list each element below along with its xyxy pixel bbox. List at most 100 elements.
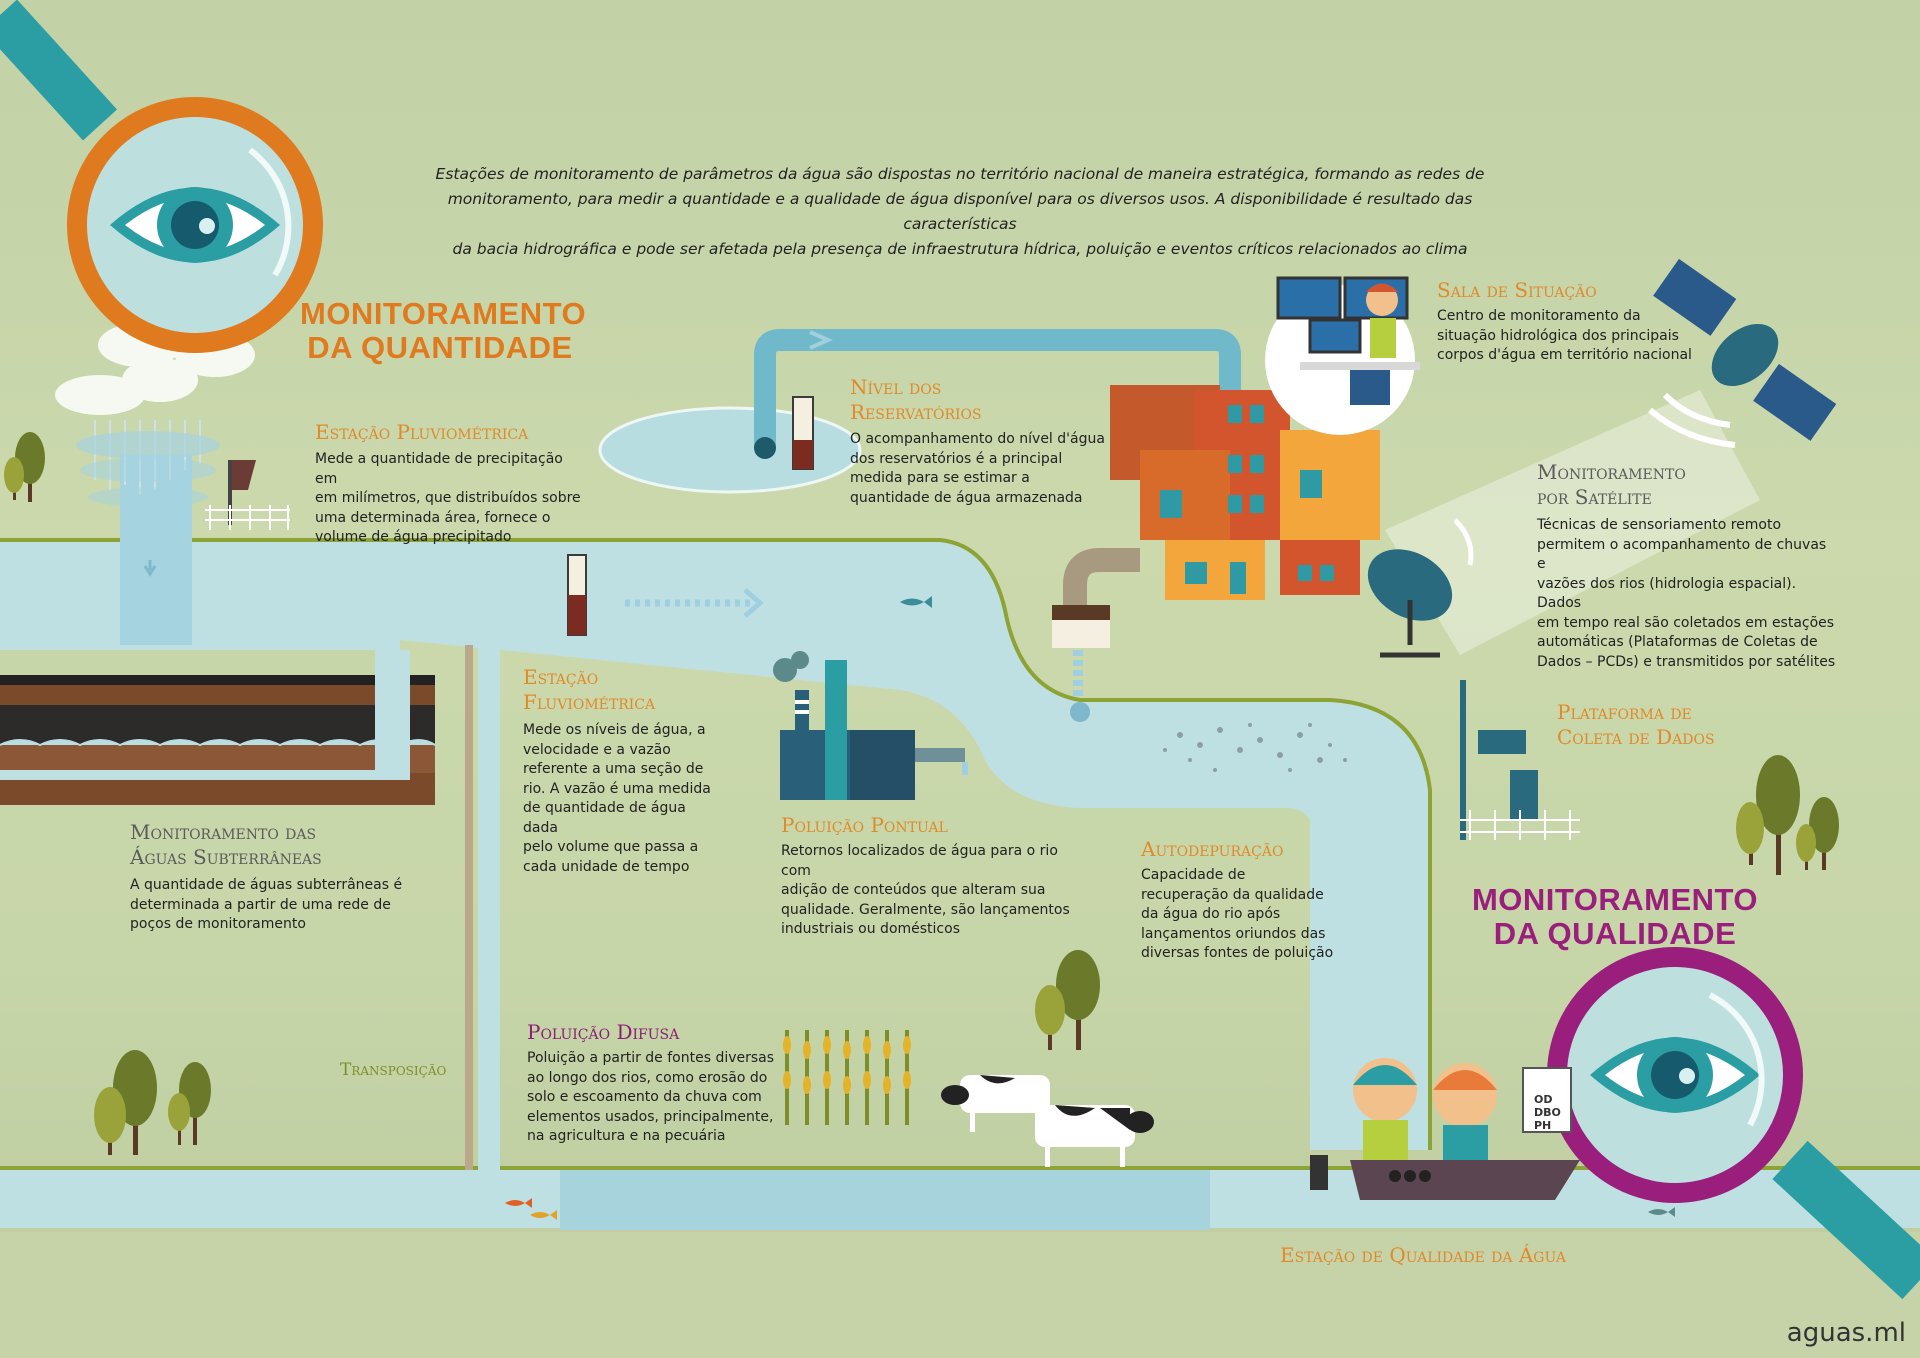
satelite-title-2: por Satélite — [1537, 485, 1652, 509]
clipboard: OD DBO PH — [1534, 1093, 1561, 1132]
intro-text: Estações de monitoramento de parâmetros … — [400, 162, 1520, 262]
cows — [941, 1075, 1154, 1167]
section-sala-situacao: Sala de Situação Centro de monitoramento… — [1437, 278, 1697, 366]
pluviometrica-line: Mede a quantidade de precipitação em — [315, 451, 563, 487]
factory — [773, 651, 968, 800]
autodepuracao-line: lançamentos oriundos das — [1141, 925, 1326, 942]
sala-line: corpos d'água em território nacional — [1437, 347, 1692, 363]
autodepuracao-line: Capacidade de — [1141, 867, 1246, 883]
pluviometrica-line: em milímetros, que distribuídos sobre — [315, 490, 581, 506]
autodepuracao-line: da água do rio após — [1141, 906, 1281, 922]
sala-line: Centro de monitoramento da — [1437, 308, 1641, 324]
satelite-line: em tempo real são coletados em estações — [1537, 614, 1835, 631]
pluviometrica-line: volume de água precipitado — [315, 529, 512, 545]
reservatorios-line: O acompanhamento do nível d'água — [850, 431, 1105, 447]
clipboard-od: OD — [1534, 1093, 1553, 1106]
difusa-line: na agricultura e na pecuária — [527, 1128, 726, 1144]
section-reservatorios: Nível dos Reservatórios O acompanhamento… — [850, 375, 1110, 508]
dish-antenna — [1367, 518, 1474, 658]
trees-left-bottom — [94, 1050, 211, 1155]
pluviometrica-title: Estação Pluviométrica — [315, 420, 529, 444]
plataforma-title-1: Plataforma de — [1557, 700, 1692, 724]
reservatorios-line: medida para se estimar a — [850, 470, 1030, 486]
pontual-line: adição de conteúdos que alteram sua — [781, 882, 1046, 898]
satelite-line: vazões dos rios (hidrologia espacial). D… — [1537, 575, 1797, 612]
subterraneas-line: A quantidade de águas subterrâneas é — [130, 877, 403, 893]
section-fluviometrica: Estação Fluviométrica Mede os níveis de … — [523, 665, 723, 877]
sala-line: situação hidrológica dos principais — [1437, 327, 1679, 344]
magnifier-quantidade — [0, 0, 323, 353]
heading-qualidade-line-1: MONITORAMENTO — [1471, 882, 1759, 917]
fluviometrica-line: cada unidade de tempo — [523, 858, 690, 875]
clipboard-ph: PH — [1534, 1119, 1552, 1132]
heading-quantidade: MONITORAMENTO DA QUANTIDADE — [300, 296, 587, 365]
section-autodepuracao: Autodepuração Capacidade de recuperação … — [1141, 837, 1361, 964]
section-poluicao-pontual: Poluição Pontual Retornos localizados de… — [781, 813, 1081, 940]
fish-lower — [505, 1198, 1675, 1220]
heading-qualidade: MONITORAMENTO DA QUALIDADE — [1470, 883, 1760, 951]
heading-quantidade-line-1: MONITORAMENTO — [300, 296, 587, 331]
pluviometrica-line: uma determinada área, fornece o — [315, 509, 551, 526]
difusa-line: solo e escoamento da chuva com — [527, 1089, 762, 1105]
transposicao-label: Transposição — [340, 1060, 447, 1080]
difusa-line: elementos usados, principalmente, — [527, 1108, 774, 1125]
pcd-platform — [1460, 680, 1580, 840]
reservatorios-title-2: Reservatórios — [850, 400, 982, 424]
fluviometrica-line: referente a uma seção de — [523, 761, 704, 777]
heading-quantidade-line-2: DA QUANTIDADE — [307, 330, 573, 365]
plataforma-title-2: Coleta de Dados — [1557, 725, 1715, 749]
subterraneas-title-2: Águas Subterrâneas — [130, 845, 322, 869]
pontual-line: Retornos localizados de água para o rio … — [781, 843, 1058, 879]
satellite — [1648, 258, 1837, 448]
autodepuracao-line: recuperação da qualidade — [1141, 886, 1324, 903]
trees-right — [1736, 755, 1839, 875]
section-plataforma: Plataforma de Coleta de Dados — [1557, 700, 1777, 750]
heading-qualidade-line-2: DA QUALIDADE — [1493, 916, 1737, 951]
trees-middle — [1035, 950, 1100, 1050]
crops — [783, 1030, 911, 1125]
intro-line-2: monitoramento, para medir a quantidade e… — [447, 190, 1473, 233]
satelite-line: permitem o acompanhamento de chuvas e — [1537, 536, 1827, 573]
situation-room — [1265, 276, 1420, 435]
autodepuracao-line: diversas fontes de poluição — [1141, 945, 1334, 961]
difusa-title: Poluição Difusa — [527, 1020, 680, 1044]
fluviometrica-line: pelo volume que passa a — [523, 839, 699, 855]
section-poluicao-difusa: Poluição Difusa Poluição a partir de fon… — [527, 1020, 797, 1147]
subterraneas-title-1: Monitoramento das — [130, 820, 317, 844]
buildings — [1110, 385, 1380, 600]
reservatorios-line: dos reservatórios é a principal — [850, 450, 1063, 467]
fluviometrica-line: rio. A vazão é uma medida — [523, 780, 711, 797]
fluviometrica-title-1: Estação — [523, 665, 599, 689]
sala-title: Sala de Situação — [1437, 278, 1597, 302]
reservatorios-title-1: Nível dos — [850, 375, 942, 399]
trees-left-top — [4, 432, 45, 502]
pontual-title: Poluição Pontual — [781, 813, 948, 837]
difusa-line: Poluição a partir de fontes diversas — [527, 1050, 775, 1066]
subterraneas-line: poços de monitoramento — [130, 916, 306, 932]
subterraneas-line: determinada a partir de uma rede de — [130, 896, 391, 913]
autodepuracao-title: Autodepuração — [1141, 837, 1284, 861]
magnifier-qualidade — [1547, 947, 1920, 1300]
clipboard-dbo: DBO — [1534, 1106, 1561, 1119]
intro-line-1: Estações de monitoramento de parâmetros … — [435, 165, 1485, 183]
reservoir — [598, 406, 862, 494]
satelite-line: Técnicas de sensoriamento remoto — [1537, 517, 1782, 533]
section-pluviometrica: Estação Pluviométrica Mede a quantidade … — [315, 420, 585, 548]
pollution-plume — [1163, 723, 1347, 772]
fluviometrica-line: de quantidade de água dada — [523, 800, 686, 836]
pontual-line: industriais ou domésticos — [781, 921, 960, 937]
estacao-qualidade-label: Estação de Qualidade da Água — [1280, 1243, 1566, 1267]
satelite-title-1: Monitoramento — [1537, 460, 1686, 484]
fluviometrica-line: Mede os níveis de água, a — [523, 722, 706, 738]
satelite-line: Dados – PCDs) e transmitidos por satélit… — [1537, 653, 1836, 670]
difusa-line: ao longo dos rios, como erosão do — [527, 1069, 768, 1086]
reservatorios-line: quantidade de água armazenada — [850, 489, 1083, 506]
fluviometrica-title-2: Fluviométrica — [523, 690, 656, 714]
watermark: aguas.ml — [1786, 1318, 1906, 1348]
section-subterraneas: Monitoramento das Águas Subterrâneas A q… — [130, 820, 430, 935]
satelite-line: automáticas (Plataformas de Coletas de — [1537, 634, 1818, 650]
fluviometrica-line: velocidade e a vazão — [523, 741, 671, 758]
section-satelite: Monitoramento por Satélite Técnicas de s… — [1537, 460, 1837, 672]
intro-line-3: da bacia hidrográfica e pode ser afetada… — [452, 240, 1468, 258]
